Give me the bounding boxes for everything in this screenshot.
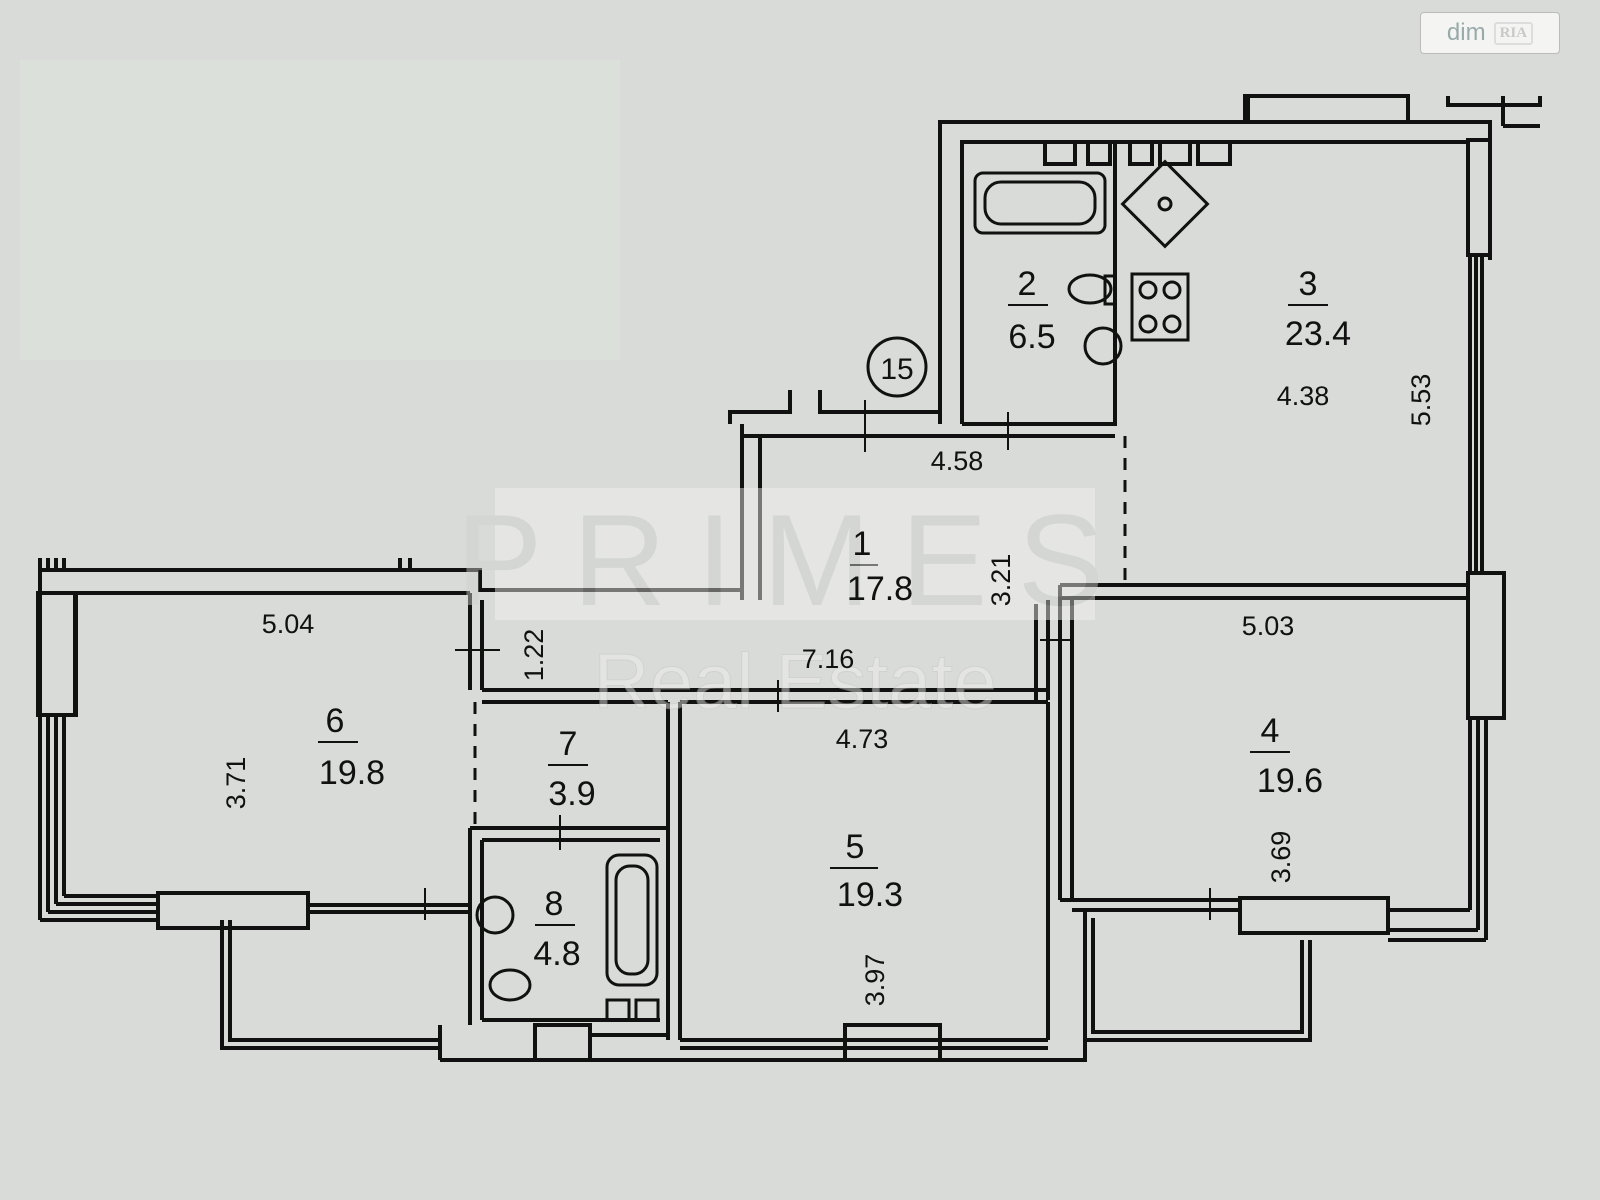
room-8-area: 4.8 — [533, 935, 580, 973]
room-3-number: 3 — [1299, 265, 1318, 303]
room-3-area: 23.4 — [1285, 315, 1351, 353]
apartment-marker: 15 — [880, 353, 913, 386]
sink-icon — [475, 895, 515, 935]
dimension-labels: 4.58 4.38 5.53 3.21 5.04 1.22 7.16 5.03 … — [221, 374, 1436, 1007]
dimension-5-04: 5.04 — [262, 609, 315, 639]
room-8-number: 8 — [545, 885, 564, 923]
room-1-area: 17.8 — [847, 570, 913, 608]
dimension-1-22: 1.22 — [519, 629, 549, 682]
sink-cabinet-icon — [1120, 159, 1210, 249]
dimension-4-58: 4.58 — [931, 446, 984, 476]
watermark-logo: PRIMES — [456, 487, 1134, 633]
toilet-icon — [488, 968, 532, 1002]
room-7-number: 7 — [559, 725, 578, 763]
room-6-number: 6 — [326, 702, 345, 740]
room-5-area: 19.3 — [837, 876, 903, 914]
dimension-3-69: 3.69 — [1266, 831, 1296, 884]
dimension-5-03: 5.03 — [1242, 611, 1295, 641]
watermark: PRIMES Real Estate — [456, 487, 1134, 726]
stove-icon — [1130, 272, 1190, 342]
room-5-number: 5 — [846, 828, 865, 866]
dimension-3-21: 3.21 — [986, 554, 1016, 607]
dimension-4-38: 4.38 — [1277, 381, 1330, 411]
fixtures — [475, 159, 1210, 1022]
dimension-5-53: 5.53 — [1406, 374, 1436, 427]
room-2-number: 2 — [1018, 265, 1037, 303]
dimension-7-16: 7.16 — [802, 644, 855, 674]
watermark-tagline: Real Estate — [593, 637, 996, 725]
room-2-area: 6.5 — [1008, 318, 1055, 356]
toilet-icon — [1067, 273, 1113, 305]
room-4-number: 4 — [1261, 712, 1280, 750]
walls — [36, 94, 1542, 1062]
paper-patch — [20, 60, 620, 360]
room-1-number: 1 — [853, 525, 872, 563]
fraction-lines — [318, 304, 1328, 926]
apartment-marker-circle — [866, 336, 928, 398]
badge-brand: RIA — [1493, 21, 1534, 45]
site-badge: dim RIA — [1420, 12, 1560, 54]
sink-icon — [1083, 326, 1123, 366]
badge-site: dim — [1446, 19, 1486, 46]
room-7-area: 3.9 — [548, 775, 595, 813]
bathtub-icon — [605, 853, 659, 987]
room-6-area: 19.8 — [319, 754, 385, 792]
room-labels: 1 17.8 2 6.5 3 23.4 4 19.6 5 19.3 6 19.8… — [319, 265, 1351, 973]
bathtub-icon — [973, 171, 1107, 235]
dimension-3-97: 3.97 — [860, 954, 890, 1007]
dimension-3-71: 3.71 — [221, 757, 251, 810]
room-4-area: 19.6 — [1257, 762, 1323, 800]
dimension-4-73: 4.73 — [836, 724, 889, 754]
watermark-box — [495, 488, 1095, 620]
